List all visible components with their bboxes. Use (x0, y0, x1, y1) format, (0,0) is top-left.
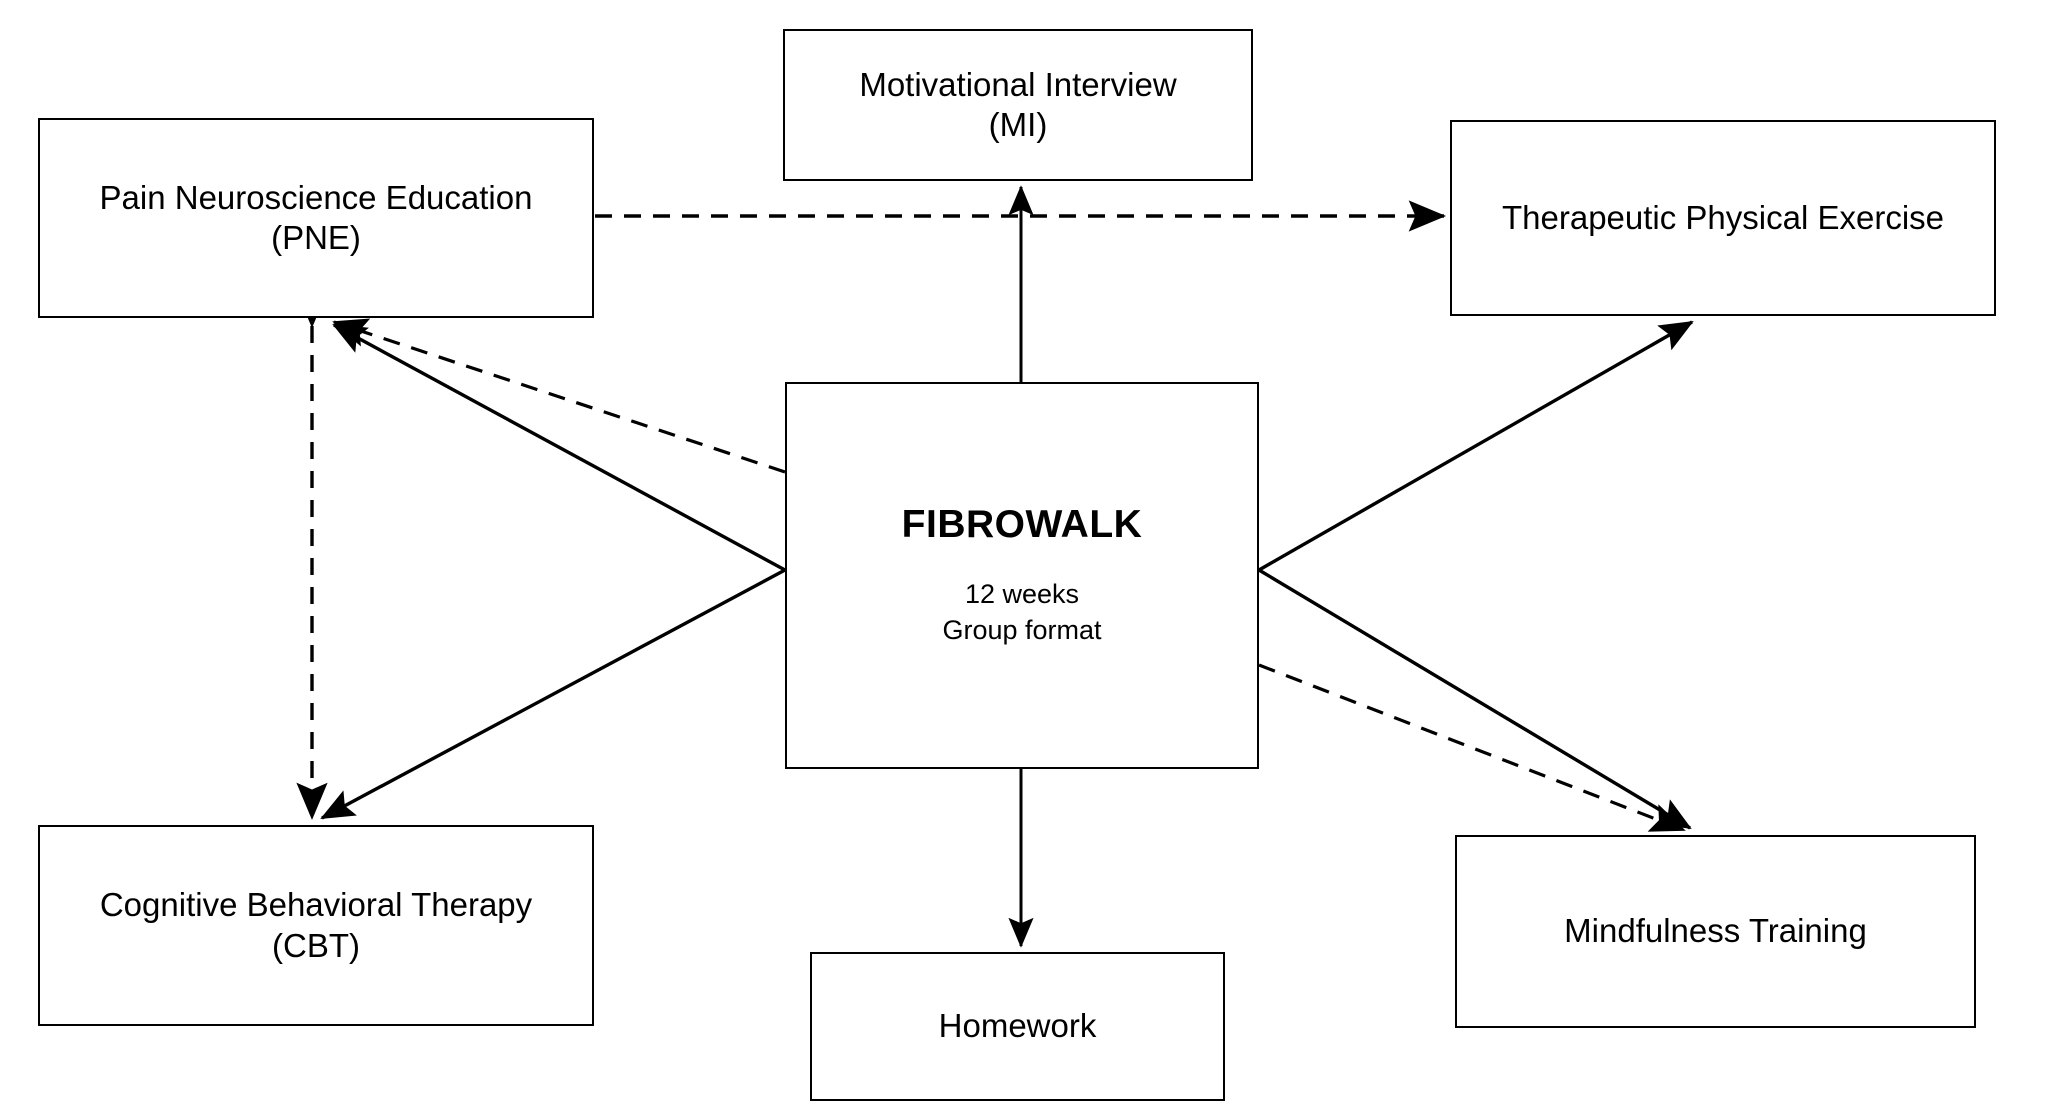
node-pain-neuroscience-education[interactable]: Pain Neuroscience Education (PNE) (38, 118, 594, 318)
node-fibrowalk-subtext: 12 weeks Group format (942, 579, 1102, 645)
node-homework[interactable]: Homework (810, 952, 1225, 1101)
node-homework-label: Homework (938, 1007, 1097, 1045)
edge-fibrowalk-to-mindfulness-dashed (1258, 663, 1686, 832)
node-fibrowalk-title: FIBROWALK (901, 503, 1143, 547)
node-cognitive-behavioral-therapy[interactable]: Cognitive Behavioral Therapy (CBT) (38, 825, 594, 1026)
node-mindfulness-label: Mindfulness Training (1564, 912, 1867, 950)
edge-fibrowalk-to-pne-dashed (332, 318, 786, 474)
node-mindfulness-training[interactable]: Mindfulness Training (1455, 835, 1976, 1028)
node-cbt-label: Cognitive Behavioral Therapy (CBT) (99, 886, 533, 964)
node-mi-label: Motivational Interview (MI) (859, 65, 1177, 143)
edge-fibrowalk-to-mindfulness (1258, 568, 1692, 830)
node-motivational-interview[interactable]: Motivational Interview (MI) (783, 29, 1253, 181)
node-therapeutic-physical-exercise[interactable]: Therapeutic Physical Exercise (1450, 120, 1996, 316)
edge-fibrowalk-to-tpe (1258, 320, 1694, 572)
node-fibrowalk[interactable]: FIBROWALK 12 weeks Group format (785, 382, 1259, 769)
node-pne-label: Pain Neuroscience Education (PNE) (99, 178, 533, 256)
edge-fibrowalk-to-pne (332, 323, 786, 572)
edge-fibrowalk-to-cbt (320, 568, 786, 820)
node-tpe-label: Therapeutic Physical Exercise (1501, 198, 1945, 236)
